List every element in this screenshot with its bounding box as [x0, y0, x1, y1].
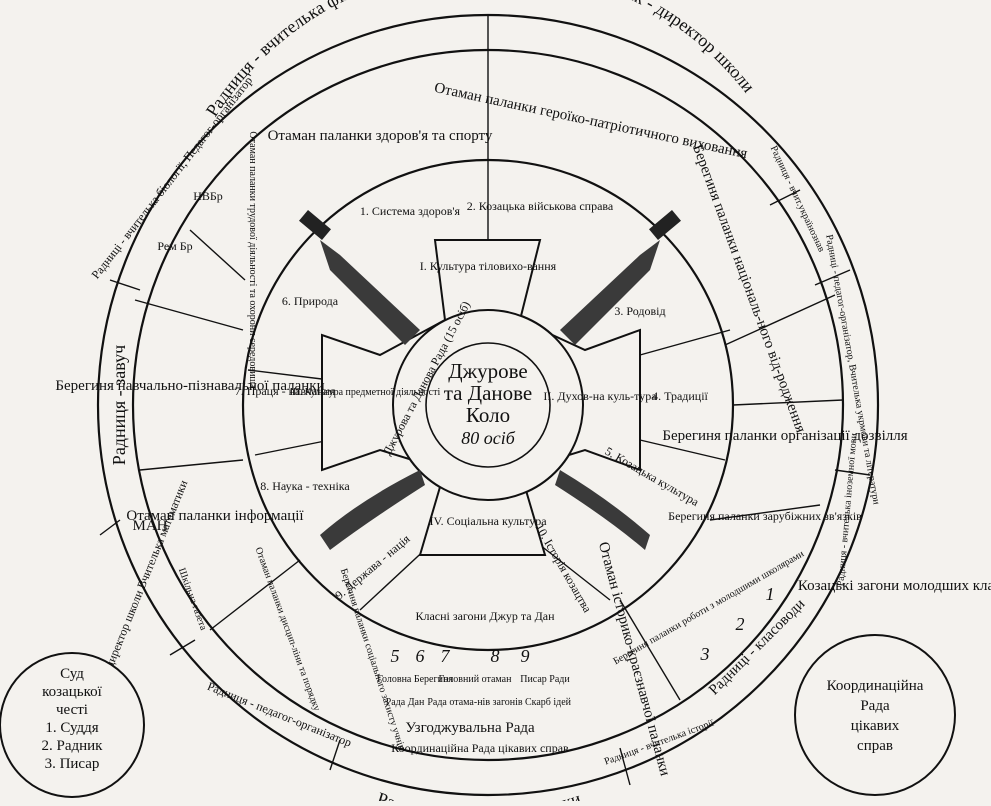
- label-discipline: Отаман паланки дисцип-ліни та порядку: [253, 546, 323, 713]
- class-num: 9: [521, 646, 530, 666]
- label-history: Отаман історико-краєзнавчої паланки: [595, 540, 673, 777]
- spoke: [209, 559, 301, 631]
- spoke: [254, 439, 331, 456]
- outer-top-right-label: Радник - директор школи: [589, 0, 759, 96]
- spoke: [169, 639, 196, 656]
- spoke: [732, 399, 844, 406]
- junior-squads-label: Козацькі загони молодших класів: [798, 578, 991, 594]
- cross-top: І. Культура тіловихо-вання: [420, 259, 557, 273]
- center-line4: 80 осіб: [461, 428, 515, 448]
- spoke: [329, 739, 341, 771]
- center-line2: та Данове: [444, 381, 533, 405]
- spoke: [247, 369, 331, 381]
- junior-num: 3: [700, 644, 710, 664]
- coordination-circle: [794, 634, 956, 796]
- treasury-ideas: Скарб ідей: [525, 697, 572, 708]
- rada-dan: Рада Дан: [386, 697, 425, 708]
- label-leisure: Берегиня паланки організації дозвілля: [662, 428, 907, 444]
- sabre-right: [560, 209, 681, 345]
- inner-s8: 8. Наука - техніка: [260, 479, 350, 493]
- court-item1: 1. Суддя: [45, 720, 98, 736]
- spoke: [814, 269, 851, 286]
- spoke: [139, 459, 244, 471]
- court-item3: 3. Писар: [45, 756, 100, 772]
- class-num: 6: [416, 646, 425, 666]
- cross-bottom: ІV. Соціальна культура: [429, 514, 547, 528]
- coord-circle-l4: справ: [857, 738, 893, 754]
- court-title1: Суд: [60, 666, 84, 682]
- inner-s7: 7. Праця - навчання: [235, 384, 336, 398]
- outer-bottom-left-label: Радниця - педагог-організатор: [205, 679, 353, 750]
- class-numbers: 5 6 7 8 9: [391, 646, 530, 666]
- court-circle: [0, 652, 145, 798]
- spoke: [359, 544, 431, 611]
- label-health: Отаман паланки здоров'я та спорту: [268, 128, 493, 144]
- spoke: [639, 439, 726, 461]
- inner-s4: 4. Традиції: [652, 389, 708, 403]
- class-num: 5: [391, 646, 400, 666]
- label-man: МАН: [132, 518, 167, 534]
- inner-s9: 9. Держава - нація: [332, 531, 413, 602]
- inner-s6: 6. Природа: [282, 294, 339, 308]
- label-foreign: Берегиня паланки зарубіжних зв'язків: [668, 509, 862, 523]
- rada-otamaniv: Рада отама-нів загонів: [427, 697, 523, 708]
- spoke: [834, 469, 871, 476]
- spoke: [99, 519, 121, 536]
- cross-right: ІІ. Духов-на куль-тура: [543, 389, 657, 403]
- scribe: Писар Ради: [520, 674, 570, 685]
- sabre-bottom-left: [320, 470, 425, 550]
- center-line3: Коло: [466, 403, 510, 427]
- spoke: [619, 747, 631, 786]
- head-beregynia: Головна Берегиня: [377, 674, 453, 685]
- label-labour: Отаман паланки трудової діяльності та ох…: [247, 131, 258, 389]
- spoke: [189, 229, 246, 281]
- label-gazette: Шкільна газета: [176, 567, 209, 633]
- cross-left: ІІІ. Культура предметної діяльності: [290, 387, 441, 398]
- court-item2: 2. Радник: [42, 738, 104, 754]
- spoke: [639, 329, 731, 356]
- court-title2: козацької: [42, 684, 103, 700]
- coord-circle-l3: цікавих: [851, 718, 900, 734]
- spoke: [709, 504, 821, 521]
- coord-interesting: Координаційна Рада цікавих справ: [391, 741, 569, 755]
- class-num: 7: [441, 646, 451, 666]
- label-nvbr: НВБр: [193, 189, 223, 203]
- center-disc: [425, 342, 551, 468]
- inner-s3: 3. Родовід: [614, 304, 665, 318]
- inner-s2: 2. Козацька військова справа: [467, 199, 614, 213]
- spoke: [539, 544, 611, 601]
- coord-council: Узгоджувальна Рада: [405, 720, 535, 736]
- spoke: [619, 599, 681, 701]
- coord-circle-l2: Рада: [860, 698, 890, 714]
- inner-s10: 10. Історія козацтва: [532, 521, 594, 615]
- outer-left-label: Радниця - завуч: [109, 345, 129, 465]
- class-num: 8: [491, 646, 500, 666]
- sabre-bottom-right: [555, 470, 650, 550]
- junior-num: 2: [736, 614, 745, 634]
- label-info: Отаман паланки інформації: [126, 508, 304, 524]
- inner-s1: 1. Система здоров'я: [360, 204, 461, 218]
- class-squads-title: Класні загони Джур та Дан: [415, 609, 555, 623]
- label-rembr: Рем Бр: [157, 239, 192, 253]
- label-education: Берегиня навчально-пізнавальної паланки: [55, 378, 324, 394]
- spoke: [724, 294, 836, 346]
- junior-num: 1: [766, 584, 775, 604]
- spoke: [134, 299, 244, 331]
- head-otaman: Головний отаман: [439, 674, 513, 685]
- inner-s5: 5. Козацька культура: [603, 444, 702, 509]
- spoke: [109, 279, 141, 291]
- sabre-left: [299, 209, 420, 345]
- center-line1: Джурове: [448, 359, 527, 383]
- court-title3: честі: [56, 702, 88, 718]
- spoke: [769, 189, 801, 206]
- coord-circle-l1: Координаційна: [827, 678, 924, 694]
